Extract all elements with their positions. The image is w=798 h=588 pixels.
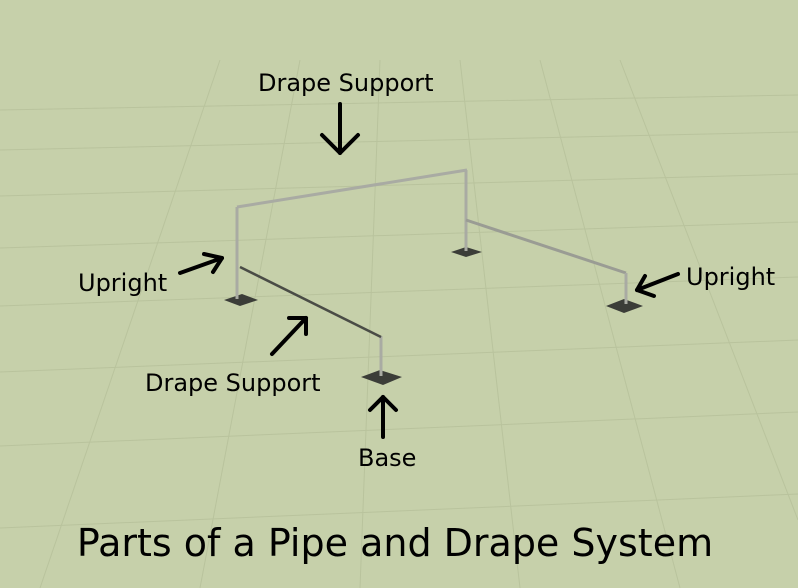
arrow-front-drape-support xyxy=(270,316,308,356)
label-top-drape-support: Drape Support xyxy=(258,69,434,97)
arrow-top-drape-support xyxy=(320,102,360,155)
label-base: Base xyxy=(358,444,417,472)
base-plate-right xyxy=(606,299,643,313)
drape-support-front xyxy=(239,265,382,339)
base-plate-back-left xyxy=(224,294,258,306)
base-plate-front xyxy=(361,370,402,385)
base-plate-back-right xyxy=(451,247,482,257)
diagram-title: Parts of a Pipe and Drape System xyxy=(76,521,714,565)
arrow-left-upright xyxy=(178,252,224,275)
arrow-right-upright xyxy=(635,272,680,298)
ground-grid xyxy=(0,59,798,588)
drape-support-top xyxy=(236,168,468,209)
drape-support-right xyxy=(465,218,627,275)
label-right-upright: Upright xyxy=(686,263,776,291)
arrow-base xyxy=(368,395,398,439)
label-left-upright: Upright xyxy=(78,269,168,297)
label-front-drape-support: Drape Support xyxy=(145,369,321,397)
